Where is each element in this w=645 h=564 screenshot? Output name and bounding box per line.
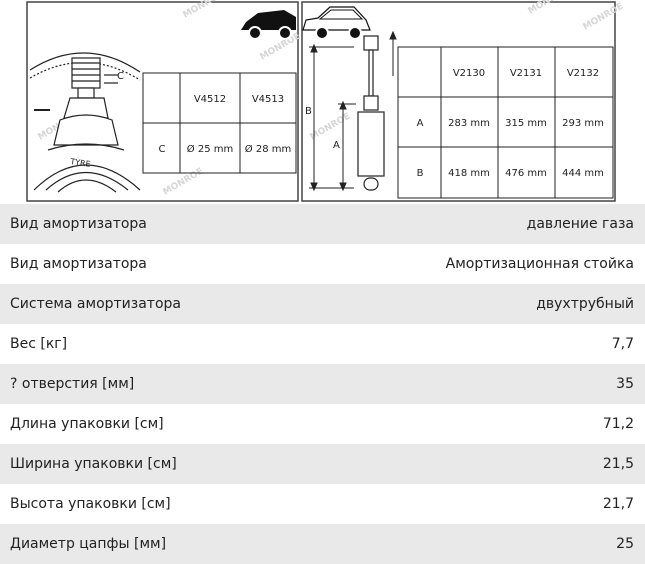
right-table-header: V2130 (453, 68, 485, 79)
spec-row: Вид амортизатора давление газа (0, 204, 645, 244)
spec-row: Высота упаковки [см] 21,7 (0, 484, 645, 524)
spec-label: Вид амортизатора (10, 256, 147, 272)
right-table-row-label: B (417, 168, 424, 179)
strut-mount-illustration (29, 52, 141, 193)
spec-value: 21,7 (602, 496, 634, 512)
spec-row: Диаметр цапфы [мм] 25 (0, 524, 645, 564)
right-table-cell: 315 mm (505, 118, 547, 129)
right-panel (301, 1, 616, 202)
spec-table: Вид амортизатора давление газа Вид аморт… (0, 204, 645, 564)
spec-label: Длина упаковки [см] (10, 416, 164, 432)
spec-value: 35 (616, 376, 634, 392)
spec-label: Диаметр цапфы [мм] (10, 536, 167, 552)
spec-value: 7,7 (611, 336, 634, 352)
spec-label: Система амортизатора (10, 296, 181, 312)
spec-label: ? отверстия [мм] (10, 376, 135, 392)
sedan-car-icon (241, 10, 296, 40)
dimension-label-b: B (305, 106, 312, 117)
product-diagram: MONROE MONROE MONROE MONROE MONROE MONRO… (0, 0, 645, 204)
right-table-row-label: A (417, 118, 424, 129)
dimension-label-c: C (117, 71, 124, 82)
shock-absorber-illustration (357, 35, 385, 191)
spec-value: 21,5 (602, 456, 634, 472)
spec-value: 71,2 (602, 416, 634, 432)
spec-row: Ширина упаковки [см] 21,5 (0, 444, 645, 484)
coupe-car-icon (302, 6, 371, 40)
spec-label: Высота упаковки [см] (10, 496, 171, 512)
tyre-label: TYRE (69, 157, 91, 169)
diagram-svg: MONROE MONROE MONROE MONROE MONROE MONRO… (0, 0, 645, 204)
dimension-label-a: A (333, 140, 340, 151)
spec-value: 25 (616, 536, 634, 552)
spec-row: Вес [кг] 7,7 (0, 324, 645, 364)
spec-label: Вес [кг] (10, 336, 68, 352)
spec-row: ? отверстия [мм] 35 (0, 364, 645, 404)
right-table-cell: 444 mm (562, 168, 604, 179)
spec-label: Ширина упаковки [см] (10, 456, 177, 472)
spec-value: давление газа (526, 216, 634, 232)
spec-value: двухтрубный (536, 296, 634, 312)
spec-row: Вид амортизатора Амортизационная стойка (0, 244, 645, 284)
spec-row: Длина упаковки [см] 71,2 (0, 404, 645, 444)
left-table-header: V4513 (252, 94, 284, 105)
left-table-cell: Ø 28 mm (245, 143, 291, 155)
spec-row: Система амортизатора двухтрубный (0, 284, 645, 324)
right-table-header: V2132 (567, 68, 599, 79)
dimension-lines (309, 30, 397, 192)
right-spec-table (397, 46, 614, 199)
right-table-header: V2131 (510, 68, 542, 79)
left-spec-table (142, 72, 297, 174)
spec-label: Вид амортизатора (10, 216, 147, 232)
right-table-cell: 418 mm (448, 168, 490, 179)
right-table-cell: 293 mm (562, 118, 604, 129)
right-table-cell: 476 mm (505, 168, 547, 179)
right-table-cell: 283 mm (448, 118, 490, 129)
spec-value: Амортизационная стойка (445, 256, 634, 272)
left-table-header: V4512 (194, 94, 226, 105)
left-table-cell: Ø 25 mm (187, 143, 233, 155)
left-table-row-label: C (159, 144, 166, 155)
